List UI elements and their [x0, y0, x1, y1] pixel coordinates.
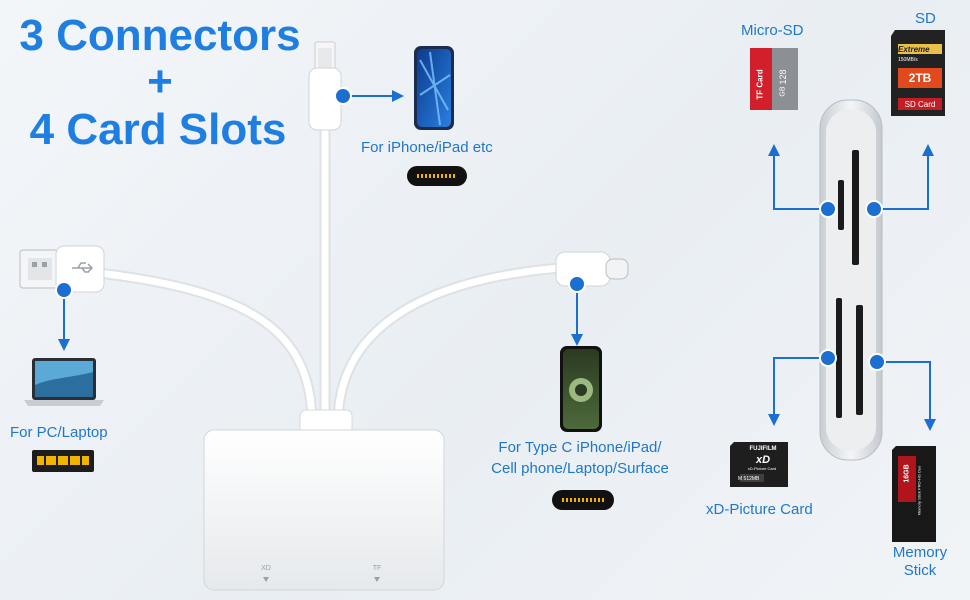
usb-c-label-line2: Cell phone/Laptop/Surface: [491, 460, 669, 477]
memory-stick-label-line2: Stick: [903, 562, 937, 579]
micro-sd-card-text: TF Card: [755, 69, 765, 100]
xd-logo: xD: [755, 454, 771, 466]
sd-capacity: 2TB: [908, 71, 932, 85]
iphone-image: [414, 46, 454, 130]
sd-brand: Extreme: [898, 45, 930, 54]
micro-sd-label: Micro-SD: [741, 22, 804, 39]
headline-plus: +: [147, 57, 173, 106]
card-reader-side: [819, 99, 883, 461]
usb-c-port-icon: [552, 490, 614, 510]
memory-stick-image: [892, 446, 936, 542]
micro-sd-card-image: [750, 48, 798, 110]
annotation-arrows: [58, 90, 936, 431]
cables: [84, 124, 566, 426]
annotation-dots: [55, 87, 886, 371]
xd-sub: xD-Picture Card: [747, 466, 777, 471]
hub-body: [203, 409, 445, 591]
xd-capacity: M 512MB: [738, 476, 760, 482]
laptop-image: [24, 358, 104, 406]
xd-brand: FUJIFILM: [749, 446, 777, 452]
headline-line3: 4 Card Slots: [29, 105, 287, 154]
micro-sd-unit: GB: [779, 86, 787, 97]
lightning-port-icon: [407, 166, 467, 186]
lightning-plug: [308, 41, 342, 131]
xd-label: xD-Picture Card: [706, 501, 813, 518]
usb-c-plug: [555, 251, 629, 287]
smartphone-image: [560, 346, 602, 432]
hub-slot-xd-label: XD: [261, 565, 271, 572]
xd-card-image: [730, 442, 788, 487]
sd-card-image: [891, 30, 945, 116]
headline-line1: 3 Connectors: [19, 11, 301, 60]
hub-slot-tf-label: TF: [372, 565, 382, 572]
memory-stick-capacity: 16GB: [903, 464, 911, 483]
usb-a-label: For PC/Laptop: [10, 424, 108, 441]
memory-stick-label-line1: Memory: [892, 544, 948, 561]
lightning-label: For iPhone/iPad etc: [361, 139, 493, 156]
usb-a-plug: [19, 245, 105, 293]
usb-a-port-icon: [32, 450, 94, 472]
memory-stick-text: Memory Stick PRO-HG Duo: [916, 465, 922, 516]
usb-c-label-line1: For Type C iPhone/iPad/: [498, 439, 662, 456]
sd-speed: 150MB/s: [898, 57, 918, 63]
sd-type: SD Card: [904, 100, 936, 109]
sd-label: SD: [915, 10, 936, 27]
